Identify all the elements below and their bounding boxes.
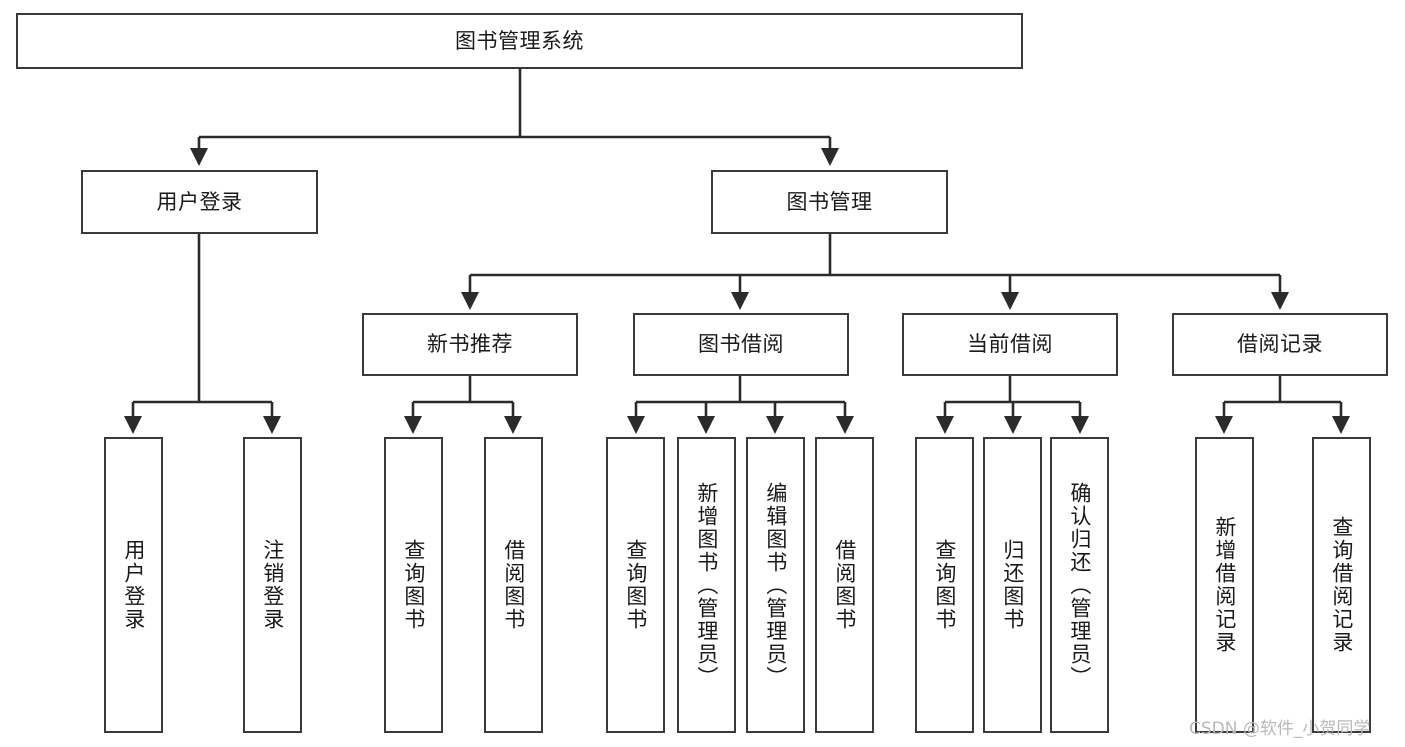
node-label: 查询图书 bbox=[401, 539, 426, 631]
leaf-query-books-current[interactable]: 查询图书 bbox=[915, 437, 974, 733]
node-borrow-records[interactable]: 借阅记录 bbox=[1172, 313, 1388, 376]
leaf-confirm-return-admin[interactable]: 确认归还（管理员） bbox=[1050, 437, 1109, 733]
leaf-user-login[interactable]: 用户登录 bbox=[104, 437, 163, 733]
leaf-edit-book-admin[interactable]: 编辑图书（管理员） bbox=[746, 437, 805, 733]
node-label: 查询借阅记录 bbox=[1329, 516, 1354, 654]
node-label: 图书管理系统 bbox=[455, 28, 584, 53]
node-new-book-recommend[interactable]: 新书推荐 bbox=[362, 313, 578, 376]
leaf-add-borrow-record[interactable]: 新增借阅记录 bbox=[1195, 437, 1254, 733]
node-label: 确认归还（管理员） bbox=[1067, 481, 1092, 689]
node-label: 查询图书 bbox=[623, 539, 648, 631]
node-current-borrow[interactable]: 当前借阅 bbox=[902, 313, 1118, 376]
leaf-borrow-books-recommend[interactable]: 借阅图书 bbox=[484, 437, 543, 733]
node-label: 图书管理 bbox=[786, 189, 873, 214]
leaf-query-borrow-record[interactable]: 查询借阅记录 bbox=[1312, 437, 1371, 733]
node-label: 用户登录 bbox=[156, 189, 243, 214]
node-book-management[interactable]: 图书管理 bbox=[711, 170, 948, 234]
node-label: 当前借阅 bbox=[967, 332, 1053, 357]
node-label: 借阅图书 bbox=[501, 539, 526, 631]
leaf-add-book-admin[interactable]: 新增图书（管理员） bbox=[677, 437, 736, 733]
node-label: 用户登录 bbox=[121, 539, 146, 631]
node-label: 编辑图书（管理员） bbox=[763, 481, 788, 689]
node-label: 新增借阅记录 bbox=[1212, 516, 1237, 654]
watermark: CSDN @软件_小贺同学 bbox=[1189, 719, 1371, 739]
leaf-query-books-borrow[interactable]: 查询图书 bbox=[606, 437, 665, 733]
leaf-logout[interactable]: 注销登录 bbox=[243, 437, 302, 733]
node-label: 归还图书 bbox=[1000, 539, 1025, 631]
node-label: 查询图书 bbox=[932, 539, 957, 631]
leaf-query-books-recommend[interactable]: 查询图书 bbox=[384, 437, 443, 733]
node-label: 图书借阅 bbox=[698, 332, 784, 357]
leaf-borrow-books-borrow[interactable]: 借阅图书 bbox=[815, 437, 874, 733]
node-root-system[interactable]: 图书管理系统 bbox=[16, 13, 1023, 69]
node-label: 借阅图书 bbox=[832, 539, 857, 631]
node-label: 新书推荐 bbox=[427, 332, 513, 357]
node-label: 新增图书（管理员） bbox=[694, 481, 719, 689]
node-label: 借阅记录 bbox=[1237, 332, 1323, 357]
node-book-borrow[interactable]: 图书借阅 bbox=[633, 313, 849, 376]
node-label: 注销登录 bbox=[260, 539, 285, 631]
leaf-return-books[interactable]: 归还图书 bbox=[983, 437, 1042, 733]
node-user-login[interactable]: 用户登录 bbox=[81, 170, 318, 234]
